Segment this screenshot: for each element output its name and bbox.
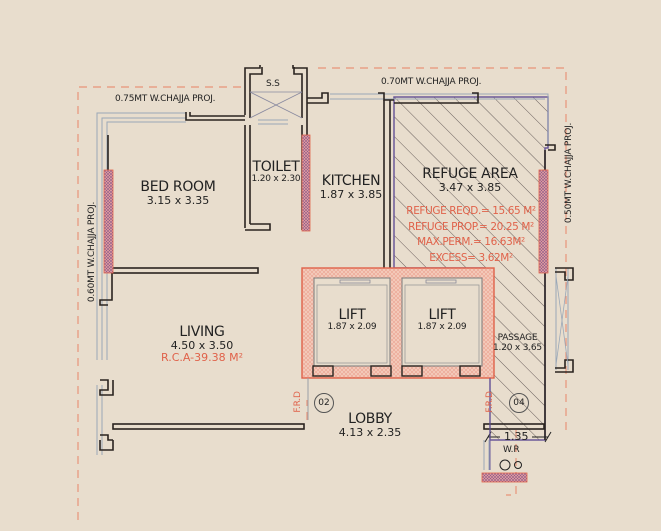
lift1-dim: 1.87 x 2.09 — [327, 322, 377, 333]
toilet-label: TOILET 1.20 x 2.30 — [250, 159, 302, 185]
lift2-label: LIFT 1.87 x 2.09 — [407, 307, 477, 333]
living-label: LIVING 4.50 x 3.50 R.C.A-39.38 M² — [152, 324, 252, 365]
refuge-name: REFUGE AREA — [422, 166, 518, 182]
chajja-left-label: 0.60MT W.CHAJJA PROJ. — [87, 201, 98, 303]
passage-dim: 1.20 x 3.65 — [493, 342, 542, 353]
refuge-label: REFUGE AREA 3.47 x 3.85 — [405, 166, 535, 195]
lift-core — [301, 267, 495, 379]
kitchen-dim: 1.87 x 3.85 — [319, 188, 383, 202]
living-dim: 4.50 x 3.50 — [170, 339, 234, 353]
living-name: LIVING — [179, 324, 225, 340]
tag-02: 02 — [314, 393, 334, 413]
lift2-dim: 1.87 x 2.09 — [417, 322, 467, 333]
bedroom-dim: 3.15 x 3.35 — [146, 194, 210, 208]
refuge-prop: REFUGE PROP.= 20.25 M² — [408, 220, 534, 233]
chajja-outline — [77, 67, 567, 520]
toilet-name: TOILET — [252, 159, 300, 175]
living-rca: R.C.A-39.38 M² — [160, 351, 244, 365]
lobby-label: LOBBY 4.13 x 2.35 — [330, 411, 410, 440]
ss-label: S.S — [266, 79, 280, 89]
tag-04: 04 — [509, 393, 529, 413]
frd-left-label: F.R.D — [293, 391, 304, 413]
toilet-dim: 1.20 x 2.30 — [251, 174, 301, 185]
refuge-reqd: REFUGE REQD.= 15.65 M² — [406, 205, 536, 217]
max-perm: MAX.PERM.= 16.63M² — [417, 236, 525, 248]
columns — [103, 134, 549, 483]
refuge-dim: 3.47 x 3.85 — [438, 181, 502, 195]
bedroom-label: BED ROOM 3.15 x 3.35 — [128, 179, 228, 208]
chajja-top-left-label: 0.75MT W.CHAJJA PROJ. — [115, 94, 216, 104]
lift1-name: LIFT — [338, 307, 366, 323]
kitchen-label: KITCHEN 1.87 x 3.85 — [316, 173, 386, 202]
lobby-dim: 4.13 x 2.35 — [338, 426, 402, 440]
excess: EXCESS= 3.62M² — [429, 251, 513, 264]
kitchen-name: KITCHEN — [321, 173, 381, 189]
lobby-name: LOBBY — [348, 411, 392, 427]
wr-label: W.R — [503, 445, 520, 455]
bedroom-name: BED ROOM — [140, 179, 216, 195]
chajja-right-label: 0.50MT W.CHAJJA PROJ. — [564, 122, 575, 224]
frd-right-label: F.R.D — [485, 391, 496, 413]
lift2-name: LIFT — [428, 307, 456, 323]
windows — [96, 93, 569, 470]
dimension-1-35: 1.35 — [504, 430, 529, 443]
chajja-top-right-label: 0.70MT W.CHAJJA PROJ. — [381, 77, 482, 87]
passage-label: PASSAGE 1.20 x 3.65 — [490, 333, 545, 354]
lift1-label: LIFT 1.87 x 2.09 — [317, 307, 387, 333]
refuge-notes: REFUGE REQD.= 15.65 M² REFUGE PROP.= 20.… — [398, 204, 544, 266]
passage-name: PASSAGE — [497, 333, 538, 343]
ss-shaft — [249, 91, 303, 119]
